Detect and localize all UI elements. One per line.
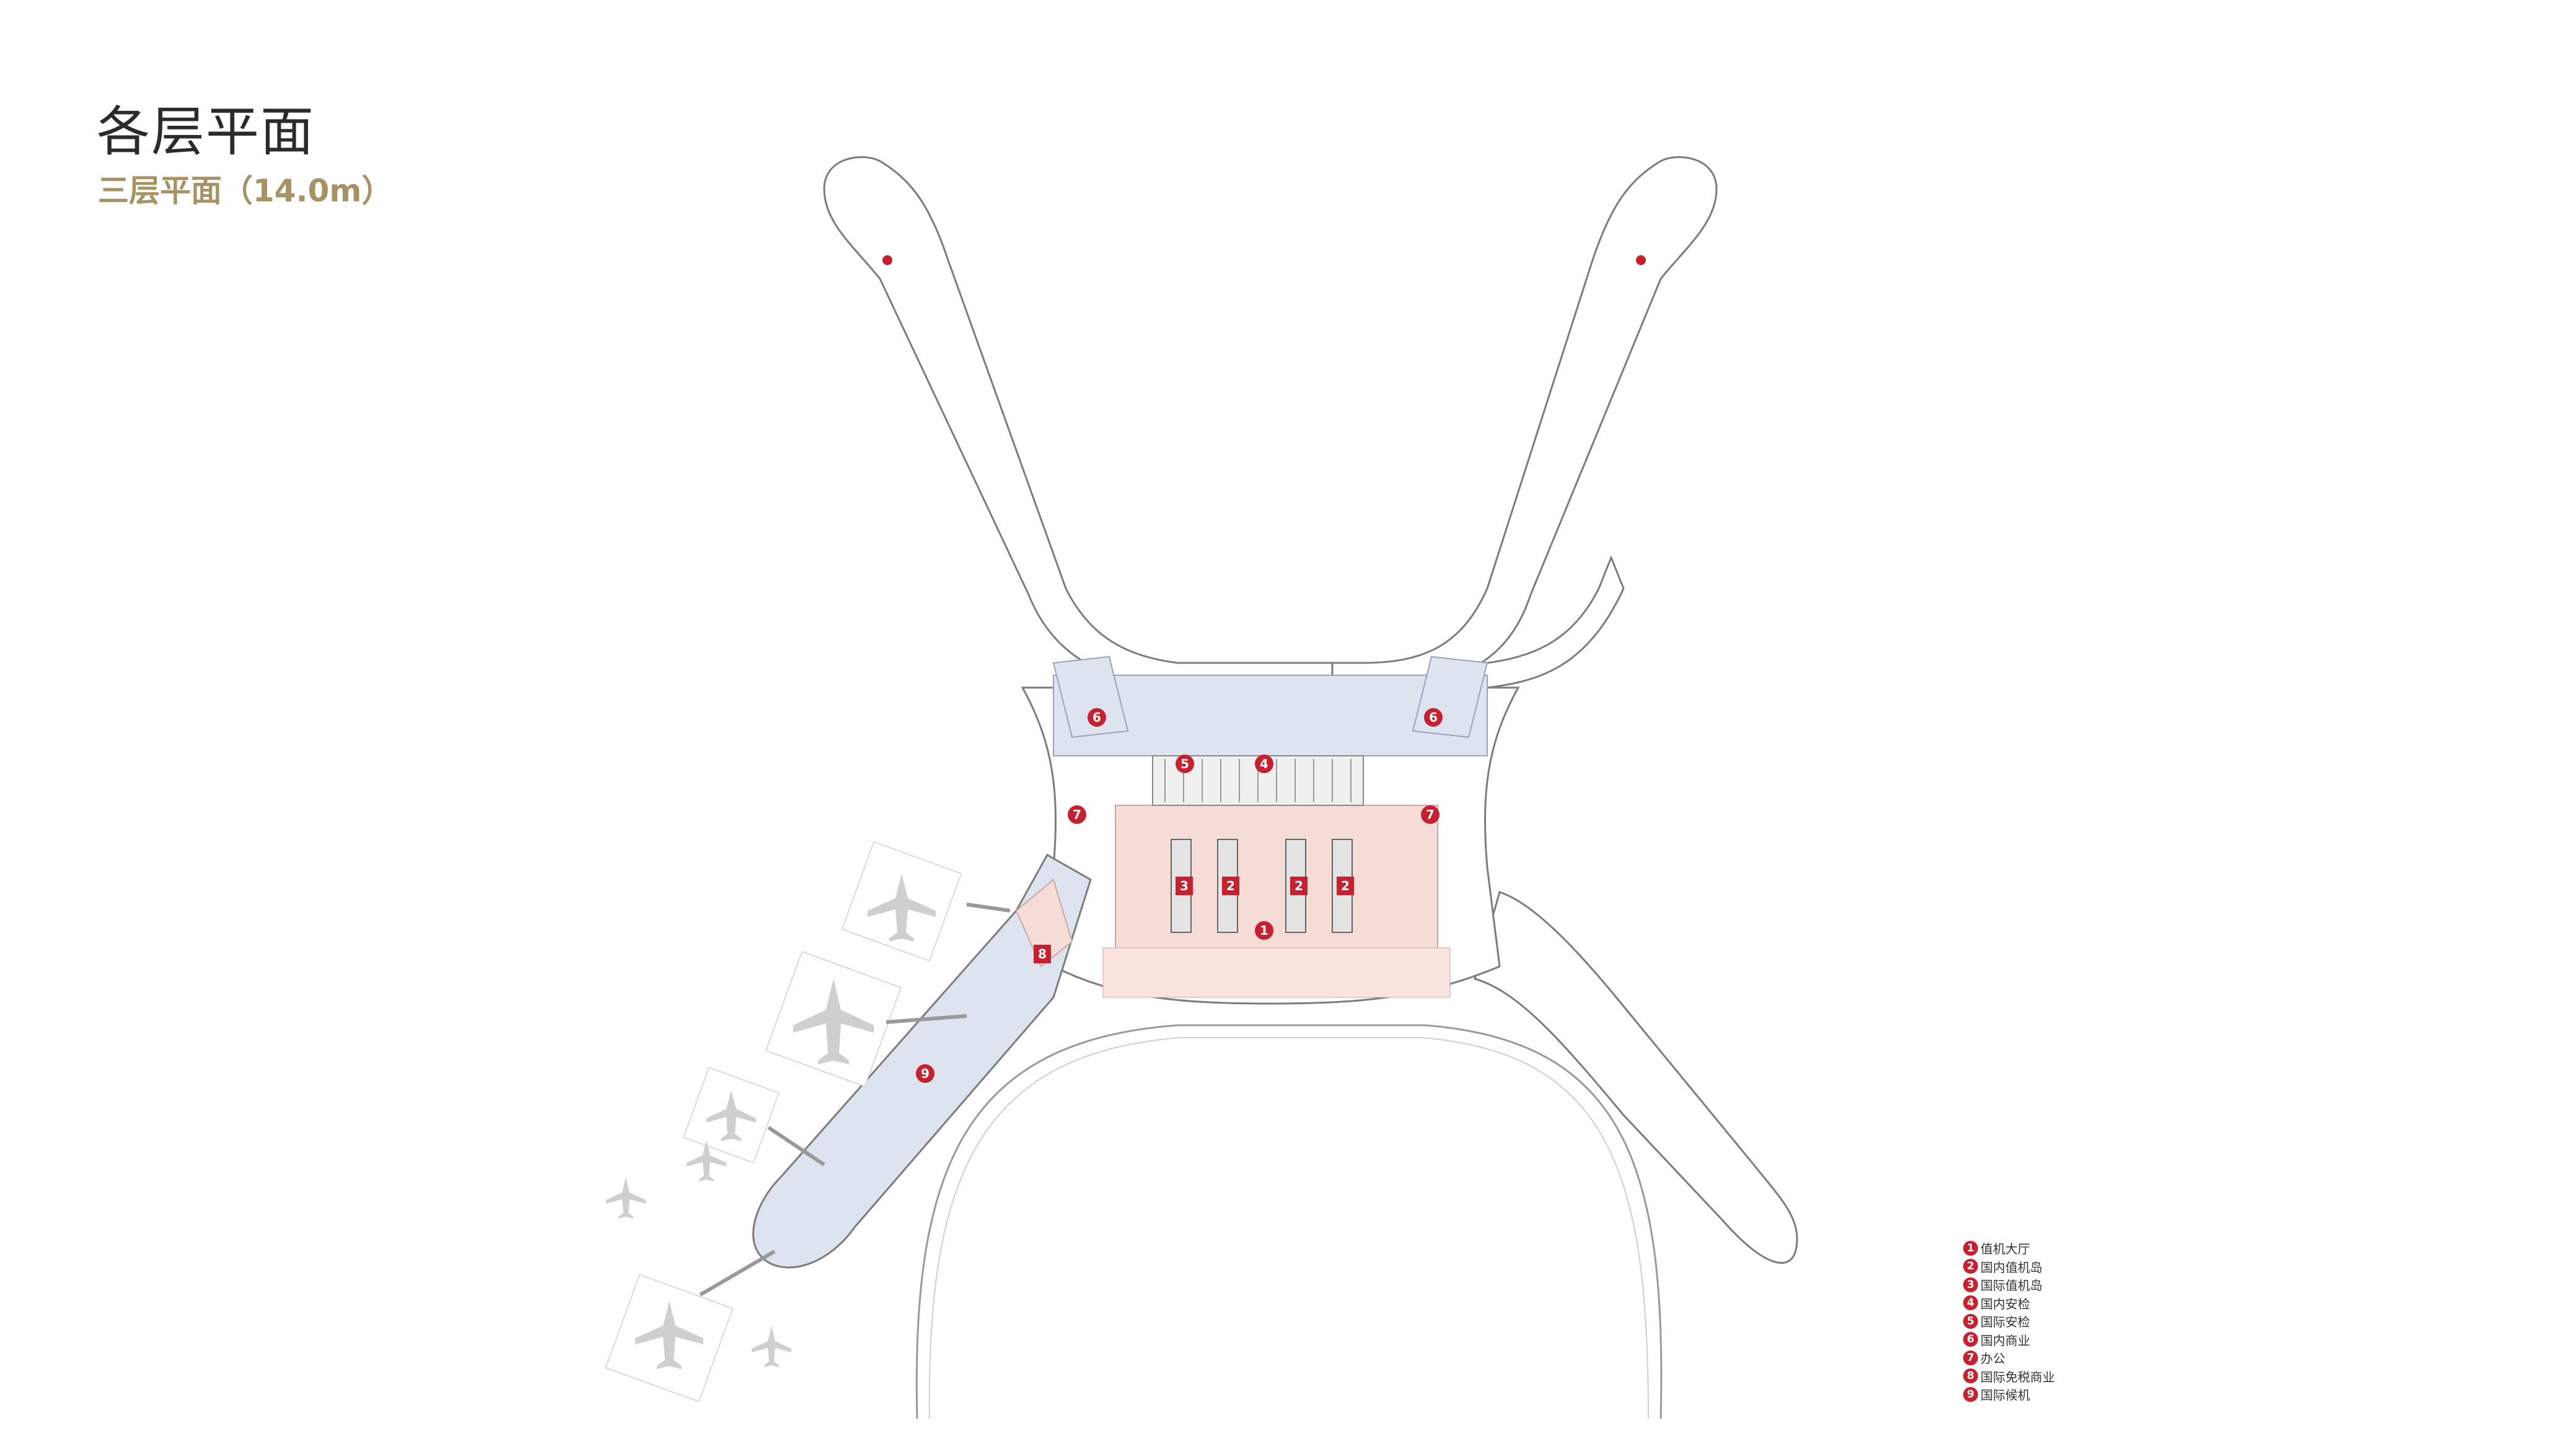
- aircraft-icons: [606, 873, 936, 1369]
- plan-marker-8: 8: [1034, 945, 1051, 963]
- floor-subtitle: 三层平面（14.0m）: [98, 173, 393, 209]
- legend-number: 2: [1963, 1259, 1978, 1274]
- aircraft-icon: [606, 1177, 646, 1219]
- plan-marker-2: 2: [1222, 877, 1239, 895]
- right-arm-tip-marker: [1636, 255, 1646, 265]
- legend-number: 5: [1963, 1313, 1978, 1329]
- legend-label: 国际安检: [1980, 1315, 2030, 1330]
- plan-marker-2: 2: [1290, 877, 1308, 895]
- right-pier-arm-outline: [1331, 156, 1718, 689]
- legend-number: 4: [1963, 1295, 1978, 1311]
- legend-label: 国内安检: [1980, 1296, 2030, 1311]
- plan-marker-3: 3: [1176, 877, 1193, 895]
- left-pier-arm: [823, 156, 1625, 689]
- legend-number: 6: [1963, 1332, 1978, 1347]
- legend-number: 7: [1963, 1350, 1978, 1365]
- security-lanes: [1164, 759, 1352, 802]
- left-commercial-pod: [1052, 655, 1129, 738]
- legend-label: 国际值机岛: [1980, 1278, 2042, 1294]
- aircraft-icon: [868, 873, 936, 942]
- legend-label: 国内值机岛: [1980, 1259, 2042, 1275]
- plan-marker-5: 5: [1176, 755, 1194, 773]
- legend-number: 1: [1963, 1240, 1978, 1256]
- aircraft-icon: [687, 1140, 726, 1181]
- lower-right-pier-arm: [1474, 891, 1798, 1264]
- aircraft-icon: [635, 1301, 703, 1369]
- international-pier-pink: [1015, 878, 1073, 968]
- landside-circulation: [1053, 675, 1488, 756]
- plan-marker-4: 4: [1255, 755, 1273, 773]
- plan-marker-2: 2: [1337, 877, 1354, 895]
- legend-label: 国际免税商业: [1980, 1369, 2055, 1385]
- aircraft-icon: [793, 979, 874, 1064]
- aircraft-icon: [752, 1326, 791, 1367]
- legend-label: 值机大厅: [1980, 1241, 2030, 1257]
- plan-marker-7: 7: [1068, 805, 1086, 824]
- aircraft-icon: [706, 1090, 756, 1141]
- plan-marker-6: 6: [1088, 708, 1106, 727]
- left-arm-tip-marker: [882, 255, 892, 265]
- road-loop: [915, 1024, 1663, 1419]
- legend-number: 9: [1963, 1386, 1978, 1402]
- plan-marker-6: 6: [1424, 708, 1443, 727]
- page-title: 各层平面: [97, 101, 315, 163]
- check-in-hall-lower: [1102, 947, 1451, 998]
- legend-label: 国内商业: [1980, 1333, 2030, 1348]
- legend-number: 3: [1963, 1277, 1978, 1292]
- legend-number: 8: [1963, 1368, 1978, 1384]
- plan-marker-9: 9: [916, 1064, 934, 1083]
- road-loop-inner: [928, 1037, 1649, 1419]
- legend-label: 国际候机: [1980, 1388, 2030, 1403]
- plan-marker-1: 1: [1255, 921, 1273, 940]
- boarding-bridges: [699, 903, 1011, 1297]
- legend-label: 办公: [1980, 1351, 2005, 1367]
- plan-marker-7: 7: [1421, 805, 1440, 824]
